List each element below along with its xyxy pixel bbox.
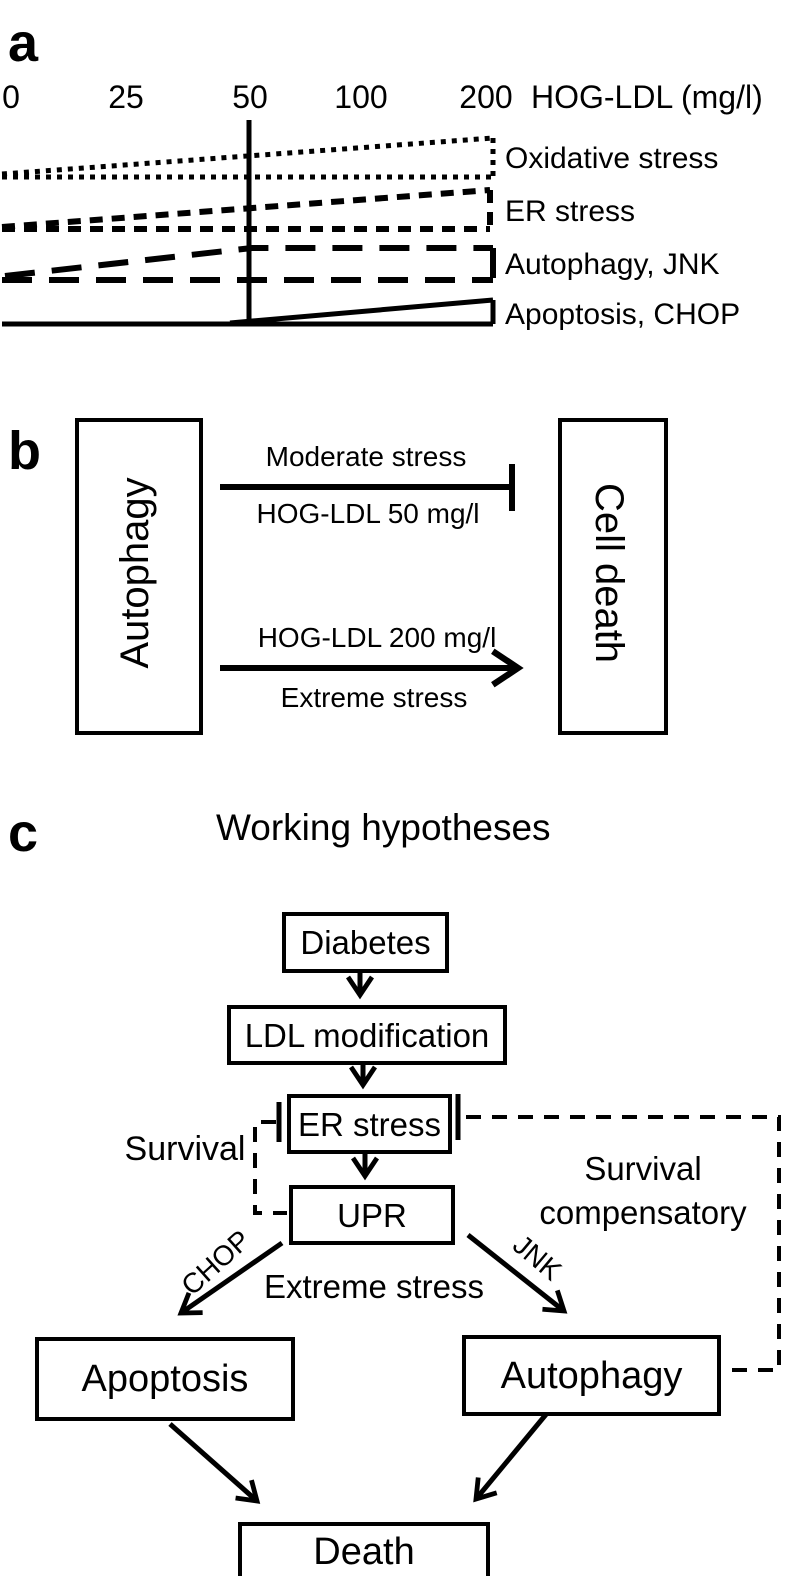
arrow-upr-to-apoptosis-chop (177, 1240, 284, 1316)
panel-c-edges (168, 969, 781, 1504)
survival-left-label: Survival (124, 1130, 246, 1168)
panel-c-title: Working hypotheses (216, 807, 551, 848)
er-stress-band (1, 187, 493, 232)
survival-feedback-right-dashed (466, 1115, 781, 1372)
moderate-stress-label: Moderate stress (265, 441, 467, 472)
survival-feedback-left-dashed (253, 1120, 287, 1215)
autophagy-box-panel-c: Autophagy (462, 1335, 721, 1416)
arrow-autophagy-to-death (473, 1410, 550, 1503)
cell-death-box-label: Cell death (587, 482, 631, 664)
extreme-stress-label-panel-c: Extreme stress (263, 1268, 485, 1305)
hog-ldl-50-label: HOG-LDL 50 mg/l (256, 498, 480, 529)
x-axis-label: HOG-LDL (mg/l) (531, 79, 763, 115)
band-label-er-stress: ER stress (505, 195, 636, 228)
er-stress-box: ER stress (287, 1094, 452, 1154)
autophagy-box-label: Autophagy (113, 477, 157, 669)
apoptosis-rising-line (229, 297, 494, 326)
ldl-modification-box: LDL modification (227, 1005, 507, 1065)
upr-box: UPR (289, 1185, 455, 1245)
autophagy-rising-plateau-line (4, 245, 493, 279)
band-label-autophagy-jnk: Autophagy, JNK (505, 248, 720, 281)
cell-death-box-panel-b (558, 418, 668, 735)
tick-100: 100 (334, 79, 388, 115)
panel-a-chart (1, 120, 496, 327)
tick-25: 25 (108, 79, 144, 115)
panel-b-letter: b (8, 421, 41, 481)
diabetes-box: Diabetes (282, 912, 449, 973)
apoptosis-box-label: Apoptosis (81, 1358, 249, 1400)
diabetes-box-label: Diabetes (300, 924, 431, 961)
er-rising-line (1, 187, 491, 230)
band-label-oxidative-stress: Oxidative stress (505, 142, 719, 175)
panel-b-edges (220, 464, 524, 688)
survival-right-label-line2: compensatory (539, 1194, 747, 1231)
panel-c-letter: c (8, 803, 39, 863)
tick-50: 50 (232, 79, 268, 115)
panel-a-letter: a (8, 13, 39, 73)
tick-0: 0 (2, 79, 20, 115)
autophagy-box-panel-b (75, 418, 203, 735)
band-label-apoptosis-chop: Apoptosis, CHOP (505, 298, 741, 331)
extreme-stress-label-panel-b: Extreme stress (280, 682, 468, 713)
er-stress-box-label: ER stress (297, 1105, 442, 1143)
death-box-label: Death (313, 1530, 415, 1573)
apoptosis-box: Apoptosis (35, 1337, 295, 1421)
survival-right-label-line1: Survival (584, 1150, 702, 1187)
tick-200: 200 (459, 79, 513, 115)
arrow-upr-to-autophagy-jnk (466, 1233, 568, 1314)
hog-ldl-200-label: HOG-LDL 200 mg/l (257, 622, 497, 653)
autophagy-box-panel-c-label: Autophagy (500, 1354, 683, 1397)
ldl-modification-box-label: LDL modification (244, 1016, 490, 1054)
upr-box-label: UPR (337, 1196, 407, 1234)
arrow-apoptosis-to-death (168, 1422, 261, 1504)
death-box: Death (238, 1522, 490, 1576)
